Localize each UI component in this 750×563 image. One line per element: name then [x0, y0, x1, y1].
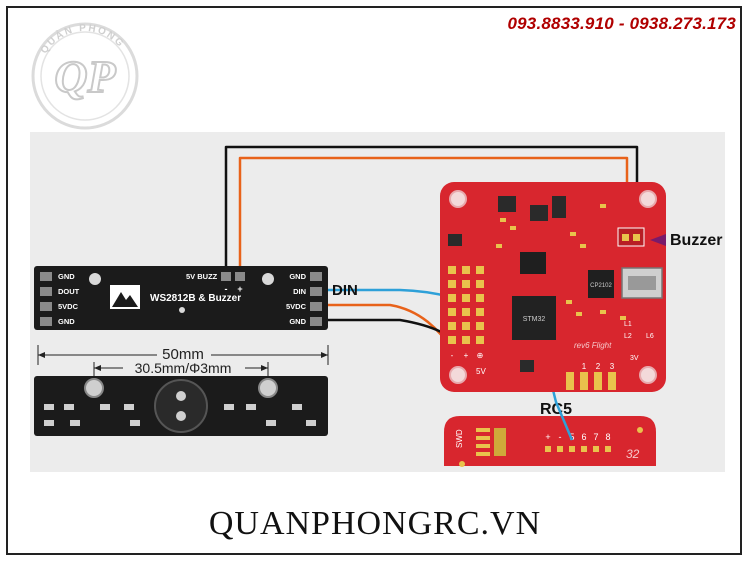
- pad-right-2: [310, 287, 322, 296]
- buzz-plus-label: +: [237, 284, 242, 294]
- length-dim: 50mm: [162, 346, 204, 363]
- fc-swd-label: SWD: [455, 429, 464, 448]
- mountain-logo-icon: [110, 285, 140, 309]
- fc-mount-hole-3: [449, 366, 467, 384]
- pin-left-gnd-2: GND: [58, 317, 75, 326]
- pin-right-gnd-2: GND: [289, 317, 306, 326]
- hdr-7: 7: [593, 432, 598, 442]
- fc-5v-label: 5V: [476, 367, 486, 376]
- fc-l6-label: L6: [646, 333, 654, 340]
- pad-right-1: [310, 272, 322, 281]
- buzzer-label: Buzzer: [670, 232, 722, 249]
- flight-controller-bottom: SWD + - 5 6 7 8 32: [444, 416, 656, 467]
- fc-cp-text: CP2102: [590, 283, 612, 289]
- strip-hole-2: [262, 273, 274, 285]
- pin-right-gnd-1: GND: [289, 272, 306, 281]
- pin-right-din: DIN: [293, 287, 306, 296]
- fc-usb-chip: [588, 270, 614, 298]
- logo-letters: QP: [54, 51, 116, 102]
- logo-watermark: QUẢN PHONG QP: [31, 22, 139, 130]
- strip-title: WS2812B & Buzzer: [150, 293, 241, 304]
- outer-frame: [6, 6, 742, 555]
- pad-left-1: [40, 272, 52, 281]
- back-hole-2: [258, 378, 278, 398]
- fc-l1-label: L1: [624, 321, 632, 328]
- buzzer-pin-2: [176, 411, 186, 421]
- pad-right-4: [310, 317, 322, 326]
- fc-header-grid: [448, 266, 484, 344]
- fc-pad-2: 2: [596, 362, 601, 371]
- hole-spacing-dim: 30.5mm/Φ3mm: [135, 360, 232, 376]
- fc-l2-label: L2: [624, 333, 632, 340]
- flight-controller: - + ⊕ 5V STM32 CP2102 L1 L2: [440, 182, 666, 392]
- fc-sensor-chip: [520, 252, 546, 274]
- hdr-6: 6: [581, 432, 586, 442]
- fc-bottom-brand: 32: [626, 447, 640, 461]
- fc-mount-hole-2: [639, 190, 657, 208]
- pin-left-5vdc: 5VDC: [58, 302, 79, 311]
- pad-left-2: [40, 287, 52, 296]
- pin-right-5vdc: 5VDC: [286, 302, 307, 311]
- buzz-pad-minus: [221, 272, 231, 281]
- fc-brand-text: rev6 Flight: [574, 341, 612, 350]
- fc-mount-hole-1: [449, 190, 467, 208]
- strip-hole-1: [89, 273, 101, 285]
- pin-mark-signal: ⊕: [477, 351, 484, 360]
- phone-numbers: 093.8833.910 - 0938.273.173: [507, 14, 736, 33]
- hdr-minus: -: [559, 432, 562, 442]
- hdr-plus: +: [545, 432, 550, 442]
- fc-mcu-text: STM32: [523, 316, 546, 323]
- pad-left-3: [40, 302, 52, 311]
- hdr-8: 8: [605, 432, 610, 442]
- buzz-pad-plus: [235, 272, 245, 281]
- strip-backside: [34, 376, 328, 436]
- pad-left-4: [40, 317, 52, 326]
- fc-3v-label: 3V: [630, 355, 639, 362]
- pin-left-gnd-1: GND: [58, 272, 75, 281]
- footer-site: QUANPHONGRC.VN: [208, 505, 542, 542]
- pin-mark-plus: +: [464, 351, 469, 360]
- back-hole-1: [84, 378, 104, 398]
- buzzer-pointer-icon: [650, 234, 666, 246]
- buzz-label: 5V BUZZ: [186, 272, 218, 281]
- strip-hole-3: [179, 307, 185, 313]
- din-label: DIN: [332, 282, 358, 299]
- fc-pad-3: 3: [610, 362, 615, 371]
- buzz-minus-label: -: [225, 284, 228, 294]
- dimension-annotations: 50mm 30.5mm/Φ3mm: [37, 345, 329, 380]
- pin-left-dout: DOUT: [58, 287, 80, 296]
- led-strip: GND DOUT 5VDC GND GND DIN 5VDC GND 5V BU…: [34, 266, 328, 330]
- rc5-label: RC5: [540, 401, 572, 418]
- fc-buzzer-pads: [617, 227, 645, 247]
- buzzer-disc: [154, 379, 208, 433]
- fc-bottom-pads: [566, 372, 616, 390]
- fc-mcu-chip: [512, 296, 556, 340]
- fc-mount-hole-4: [639, 366, 657, 384]
- din-wire-end: [554, 401, 574, 441]
- buzzer-pin-1: [176, 391, 186, 401]
- pin-mark-minus: -: [451, 351, 454, 360]
- pad-right-3: [310, 302, 322, 311]
- fc-pad-1: 1: [582, 362, 587, 371]
